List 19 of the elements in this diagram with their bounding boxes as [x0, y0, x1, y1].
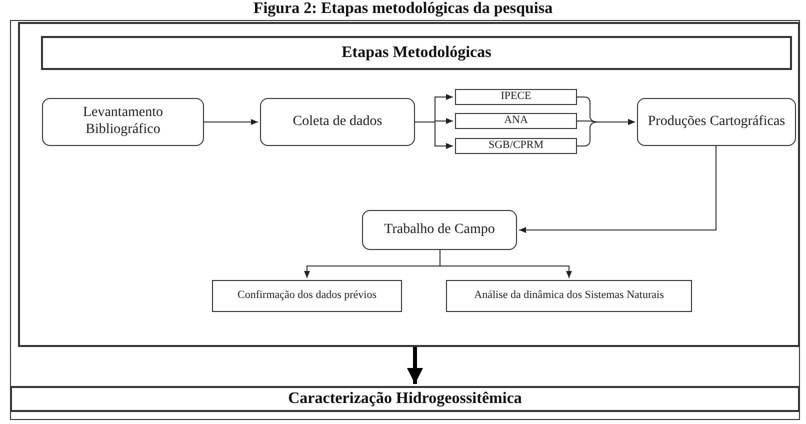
result-band: Caracterização Hidrogeossitêmica [10, 386, 800, 412]
source-box: SGB/CPRM [455, 138, 577, 154]
arrow [576, 119, 636, 146]
arrow [440, 250, 572, 278]
stage-frame [18, 22, 800, 347]
arrow [407, 347, 423, 384]
process-box: Produções Cartográficas [637, 98, 796, 146]
source-box: Análise da dinâmica dos Sistemas Naturais [446, 280, 692, 312]
process-box: Coleta de dados [260, 98, 415, 146]
section-header: Etapas Metodológicas [41, 36, 792, 70]
arrow [518, 146, 716, 233]
figure-title: Figura 2: Etapas metodológicas da pesquisa [252, 0, 554, 18]
process-box: Levantamento Bibliográfico [42, 98, 204, 146]
source-box: ANA [455, 113, 577, 129]
arrow [414, 122, 454, 149]
source-box: Confirmação dos dados prévios [212, 280, 402, 312]
process-box: Trabalho de Campo [362, 210, 517, 250]
arrow [204, 119, 258, 125]
source-box: IPECE [455, 89, 577, 105]
